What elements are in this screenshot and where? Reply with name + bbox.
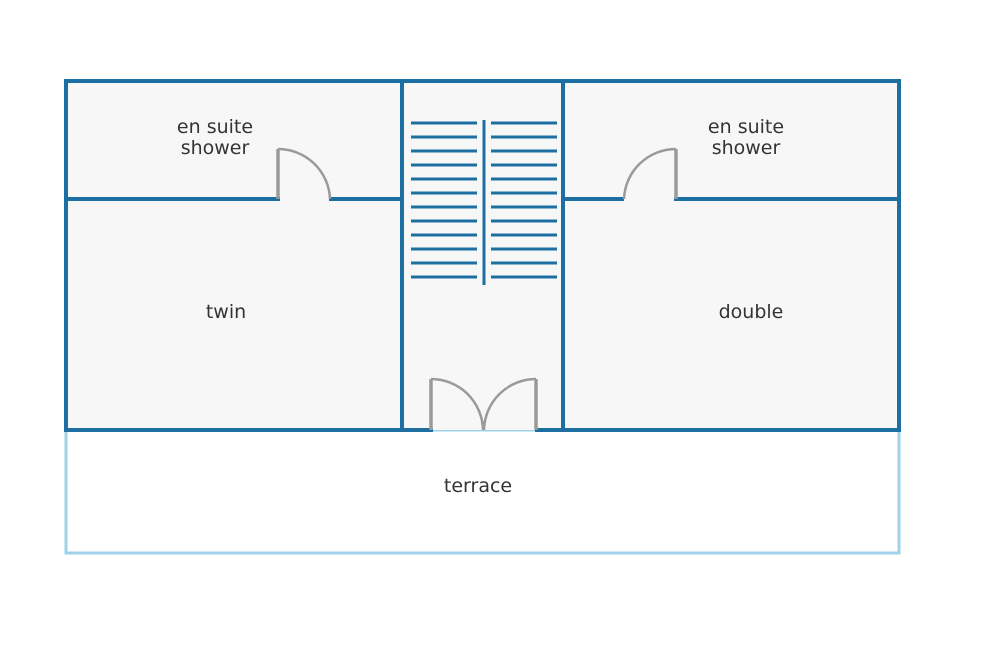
staircase	[411, 120, 557, 285]
label-left-ensuite-line1: en suite	[177, 116, 253, 138]
door-terrace-double	[429, 377, 538, 431]
label-twin: twin	[206, 301, 246, 323]
label-double: double	[719, 301, 784, 323]
doors	[276, 147, 678, 431]
label-terrace: terrace	[444, 475, 512, 497]
label-left-ensuite-line2: shower	[181, 137, 250, 159]
terrace-area	[64, 428, 901, 555]
door-left-ensuite	[276, 147, 332, 200]
door-right-ensuite	[622, 147, 678, 200]
walls	[64, 79, 901, 432]
label-right-ensuite-line2: shower	[712, 137, 781, 159]
label-right-ensuite-line1: en suite	[708, 116, 784, 138]
